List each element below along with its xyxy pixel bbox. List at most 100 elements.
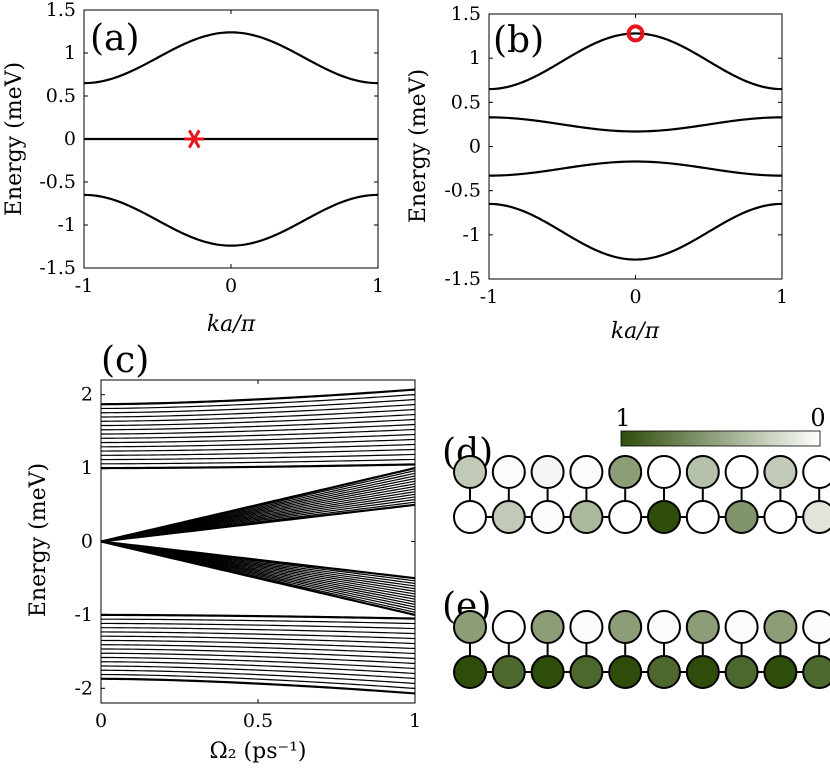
marker-a — [184, 129, 205, 149]
lattice-site — [802, 655, 830, 689]
lattice-site — [724, 500, 759, 534]
lower_bulk-line — [100, 635, 416, 645]
lattice-site — [608, 610, 643, 644]
y-tick-label: 0.5 — [46, 85, 76, 107]
upper_bulk-line — [101, 463, 416, 470]
ylabel-a: Energy (meV) — [2, 62, 27, 216]
upper_bulk-line — [100, 393, 416, 410]
circle-marker — [626, 24, 645, 43]
xlabel-c: Ω₂ (ps⁻¹) — [209, 739, 306, 764]
lattice-site — [491, 500, 526, 534]
lower_bulk-line — [101, 618, 416, 625]
lower_bulk-line — [100, 656, 416, 670]
upper_bulk-line — [101, 458, 416, 465]
lattice-site — [530, 500, 565, 534]
lattice-site — [685, 610, 720, 644]
lower_bulk-line — [100, 673, 416, 690]
x-tick-label: -1 — [480, 286, 499, 308]
xlabel-b: ka/π — [611, 319, 660, 344]
lattice-site — [608, 455, 643, 489]
lower_bulk-line — [100, 622, 416, 630]
lattice-site — [802, 455, 830, 489]
lattice-site — [647, 610, 681, 644]
upper_bulk-line — [100, 423, 416, 435]
y-tick-label: 1 — [64, 42, 76, 64]
lattice-site — [685, 500, 720, 534]
ylabel-b: Energy (meV) — [406, 69, 431, 223]
upper_bulk-line — [100, 408, 416, 422]
x-tick-label: 1 — [409, 710, 421, 732]
band-curves-a — [83, 31, 379, 247]
upper_bulk-line — [100, 448, 416, 456]
y-tick-label: 0 — [64, 128, 76, 150]
lattice-e — [453, 610, 830, 689]
y-tick-label: 0.5 — [451, 91, 481, 113]
panel-label-c: (c) — [101, 340, 149, 381]
plot-frame-c — [100, 379, 416, 704]
lattice-site — [530, 455, 565, 489]
lower_bulk-line — [100, 661, 416, 675]
lattice-site — [491, 455, 526, 489]
upper_bulk-line — [100, 428, 416, 439]
lattice-site — [453, 610, 487, 644]
y-tick-label: -1.5 — [39, 257, 76, 279]
lattice-site — [608, 500, 643, 534]
lattice-site — [724, 655, 759, 689]
lattice-panels: 1 0 (d) (e) — [442, 404, 830, 689]
marker-b — [626, 24, 645, 43]
lower_bulk-line — [100, 669, 416, 685]
lattice-site — [530, 655, 565, 689]
lower_bulk-line — [100, 644, 416, 655]
band-line — [488, 202, 783, 261]
upper_bulk-line — [100, 433, 416, 444]
upper_bulk-line — [100, 388, 416, 406]
y-tick-label: 2 — [81, 384, 93, 406]
band-line — [488, 32, 783, 91]
band-line — [83, 193, 379, 247]
y-tick-label: 1.5 — [46, 0, 76, 21]
band-line — [83, 31, 379, 85]
lattice-site — [724, 455, 759, 489]
lower_bulk-line — [101, 613, 416, 620]
y-tick-label: -0.5 — [39, 171, 76, 193]
y-tick-label: 1 — [469, 47, 481, 69]
upper_bulk-line — [100, 403, 416, 418]
lattice-site — [763, 655, 798, 689]
upper_bulk-line — [100, 438, 416, 448]
lower_bulk-line — [100, 639, 416, 650]
band-curves-c — [100, 388, 416, 695]
panel-label-a: (a) — [90, 18, 140, 59]
lattice-site — [453, 500, 487, 534]
y-tick-label: -0.5 — [444, 180, 481, 202]
x-tick-label: 0 — [95, 710, 107, 732]
y-tick-label: 1 — [81, 457, 93, 479]
colorbar-min-label: 0 — [810, 404, 825, 432]
colorbar — [620, 430, 821, 447]
lower_bulk-line — [100, 665, 416, 680]
upper_bulk-line — [100, 398, 416, 414]
lattice-site — [763, 500, 798, 534]
upper_bulk-line — [100, 418, 416, 431]
lower_gap-line — [100, 540, 416, 616]
lattice-site — [724, 610, 759, 644]
lower_bulk-line — [100, 677, 416, 695]
lattice-site — [569, 610, 604, 644]
y-tick-label: 0 — [81, 531, 93, 553]
lattice-site — [569, 455, 604, 489]
lower_bulk-line — [100, 652, 416, 665]
xlabel-a: ka/π — [207, 312, 256, 337]
band-line — [488, 116, 783, 133]
ylabel-c: Energy (meV) — [26, 463, 51, 617]
lattice-d — [453, 455, 830, 534]
panel-label-b: (b) — [493, 20, 544, 61]
lattice-site — [763, 455, 798, 489]
x-tick-label: 0.5 — [243, 710, 273, 732]
x-tick-label: 0 — [629, 286, 641, 308]
lattice-site — [763, 610, 798, 644]
